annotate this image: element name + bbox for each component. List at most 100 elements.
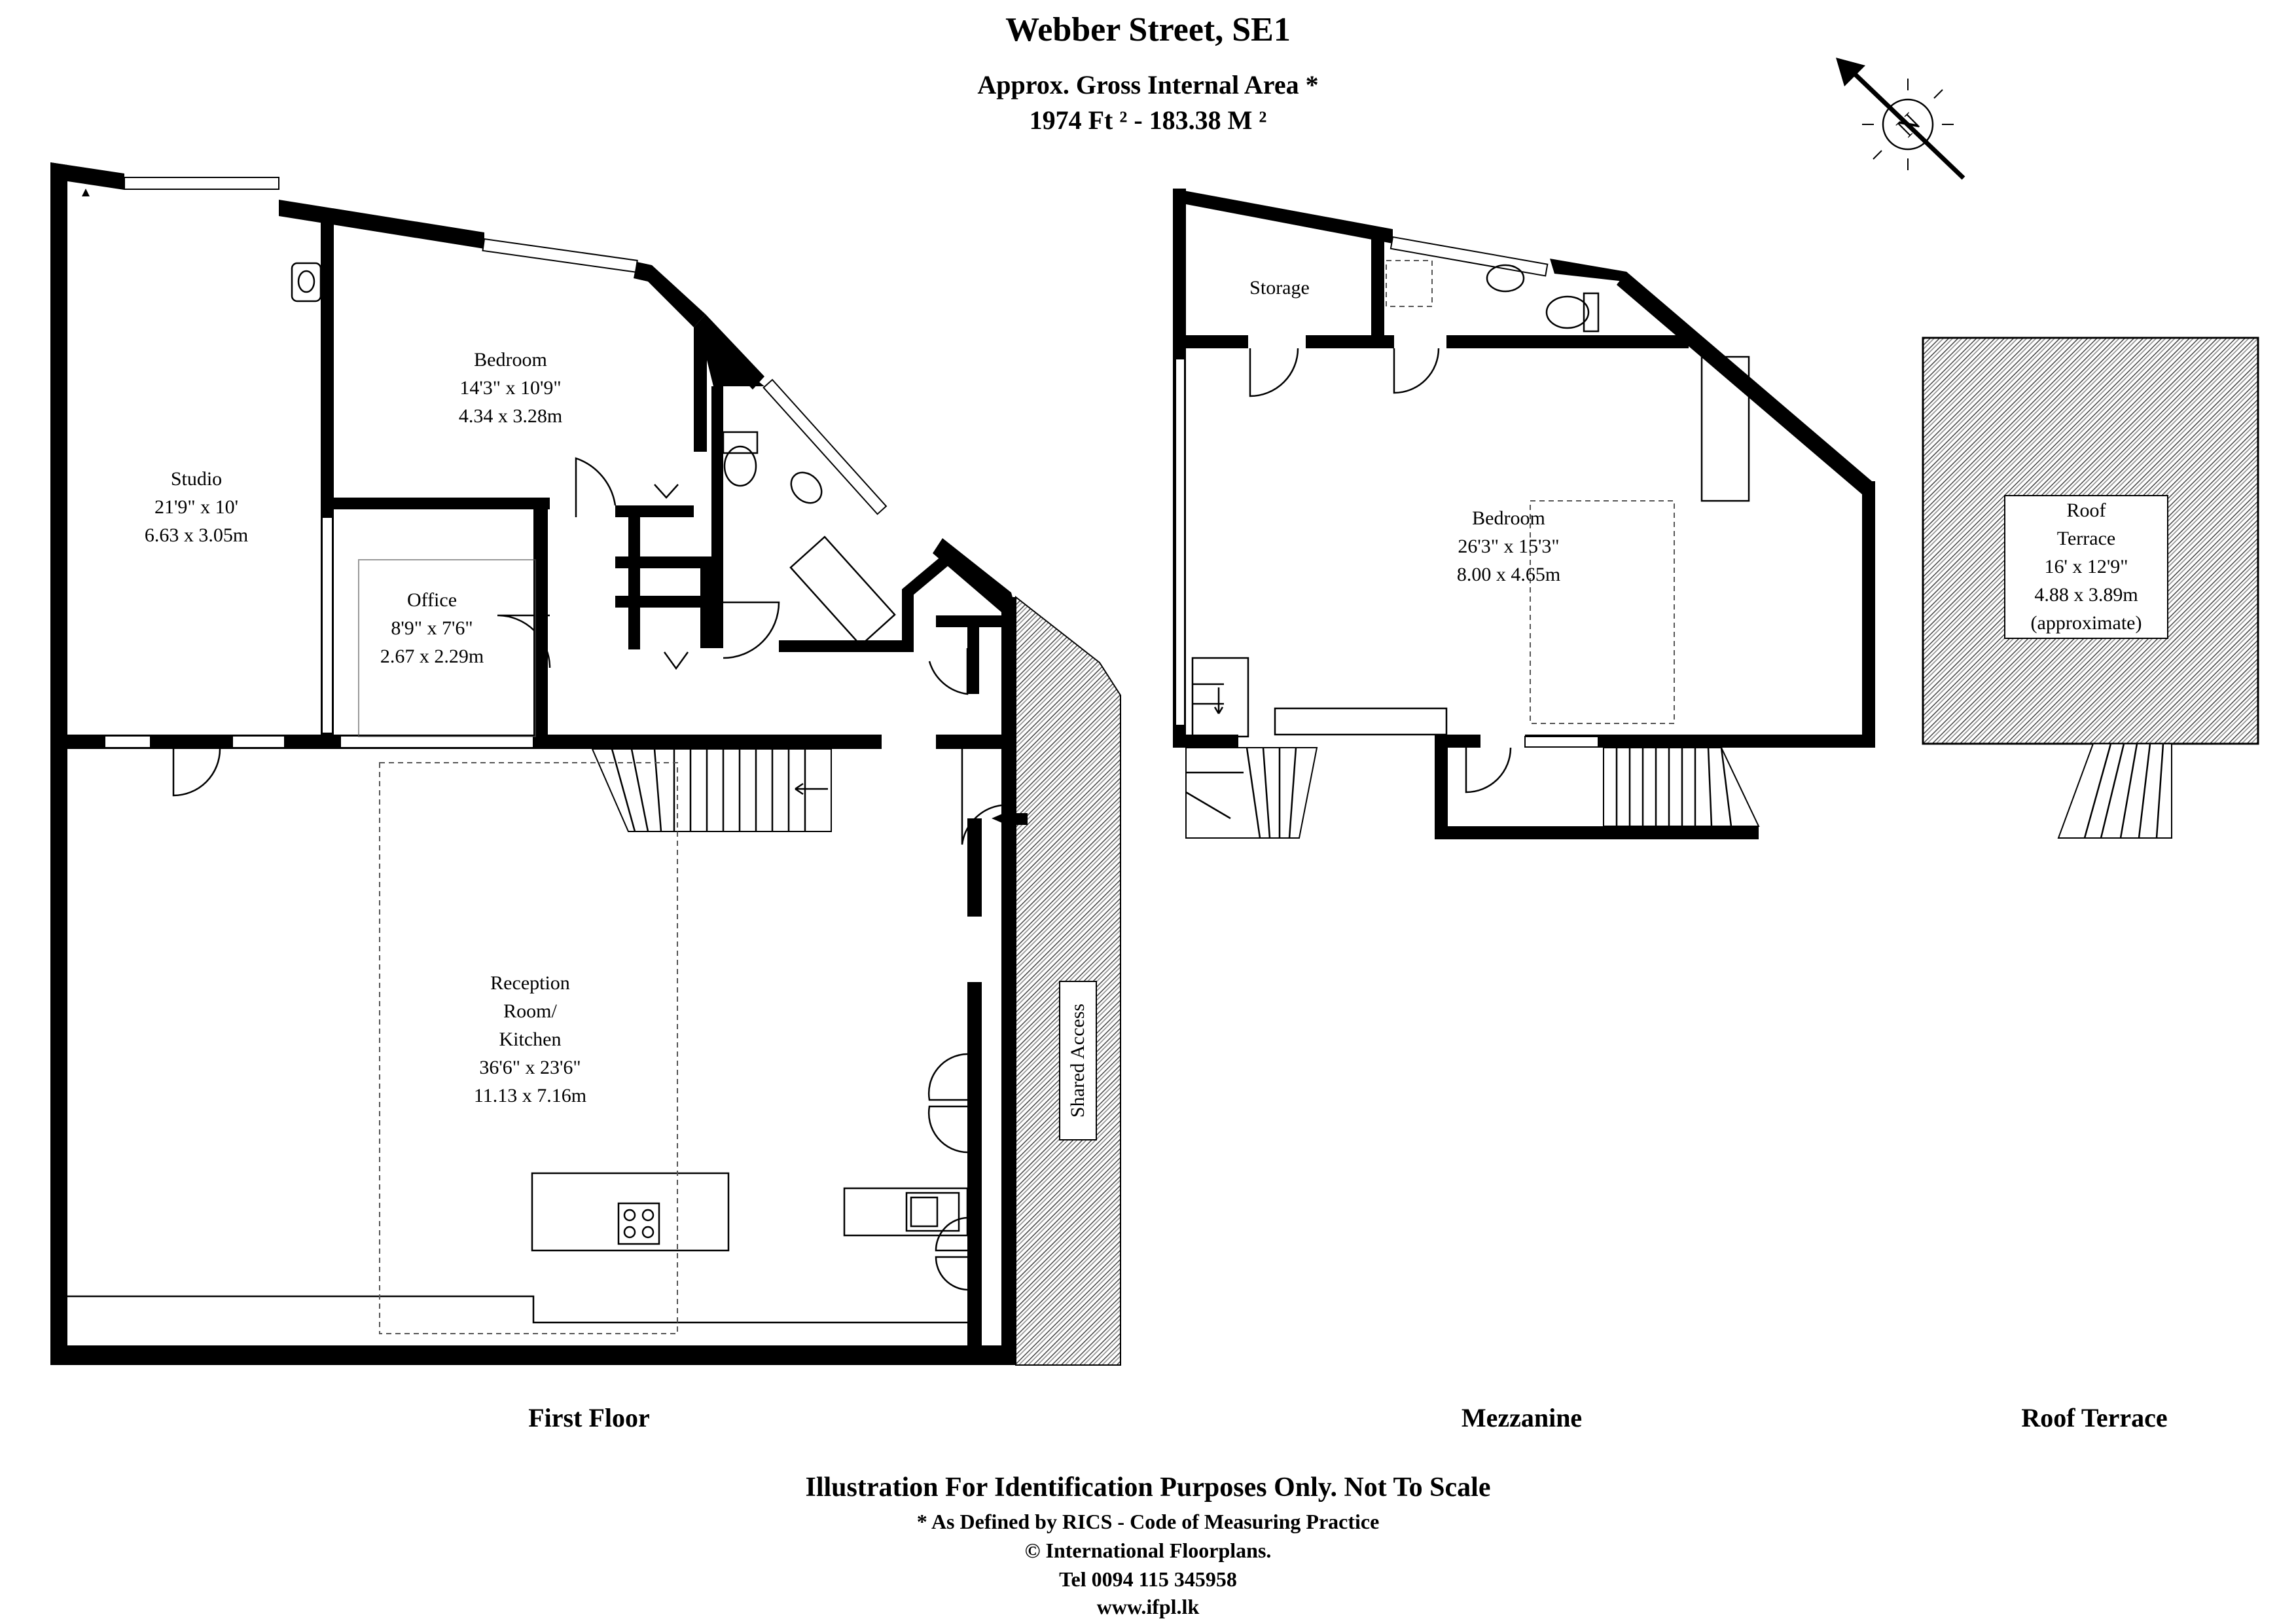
cupboard-wall-1 <box>615 505 694 517</box>
studio-left-wall <box>50 162 67 1365</box>
first-floor-top-wall-3 <box>634 262 706 327</box>
first-floor-diagonal-wall <box>694 314 764 390</box>
mezz-staircase-left <box>1185 657 1318 839</box>
shower-room-door <box>1393 348 1440 394</box>
kitchen-right-partition <box>967 982 982 1349</box>
bathroom-left-wall <box>711 386 723 648</box>
storage-door <box>1249 348 1299 397</box>
telephone-text: Tel 0094 115 345958 <box>1059 1567 1237 1591</box>
studio-bottom-window-1 <box>104 735 151 748</box>
first-floor-right-wall <box>1001 597 1016 1365</box>
utility-wall-2 <box>902 547 960 598</box>
bedroom-door <box>575 457 617 517</box>
office-label: Office 8'9" x 7'6" 2.67 x 2.29m <box>334 586 530 670</box>
bathroom-basin-icon <box>790 471 823 504</box>
area-label: Approx. Gross Internal Area * <box>977 70 1319 100</box>
mezz-storage-wall-c <box>1446 335 1689 348</box>
room-name: Roof <box>2066 500 2106 521</box>
first-floor-plan <box>50 162 1121 1366</box>
website-text: www.ifpl.lk <box>1096 1595 1200 1618</box>
north-compass-icon: N <box>1836 58 1965 180</box>
office-left-window <box>321 517 333 734</box>
room-name: Reception <box>490 972 570 994</box>
disclaimer-text: Illustration For Identification Purposes… <box>805 1472 1491 1503</box>
mezz-desk <box>1274 707 1448 736</box>
mezz-bottom-wall-1 <box>1173 735 1238 748</box>
first-floor-staircase <box>591 748 832 832</box>
cupboard-door-small-2 <box>663 651 689 670</box>
room-name: Bedroom <box>1472 507 1545 529</box>
rics-note: * As Defined by RICS - Code of Measuring… <box>916 1510 1380 1533</box>
utility-wall-1 <box>902 589 914 652</box>
copyright-text: © International Floorplans. <box>1024 1539 1272 1562</box>
room-dim-imperial: 16' x 12'9" <box>2044 556 2128 577</box>
entrance-door <box>961 749 1002 845</box>
shared-access-label: Shared Access <box>1059 981 1097 1140</box>
bedroom-right-wall <box>694 327 707 452</box>
entrance-arrow-icon <box>992 809 1014 828</box>
roof-terrace-label: Roof Terrace 16' x 12'9" 4.88 x 3.89m (a… <box>2006 496 2166 637</box>
mezz-landing-door <box>1465 747 1512 793</box>
mezz-toilet-icon <box>1583 292 1600 333</box>
area-value: 1974 Ft ² - 183.38 M ² <box>1029 105 1267 135</box>
room-name: Office <box>406 589 457 611</box>
mezz-storage-wall-a <box>1186 335 1248 348</box>
studio-door <box>172 748 221 797</box>
shared-access-text: Shared Access <box>1067 1003 1088 1118</box>
mezz-diagonal-wall <box>1617 272 1872 494</box>
room-dim-metric: 4.34 x 3.28m <box>458 405 563 427</box>
mezz-wardrobe <box>1700 356 1750 502</box>
room-dim-imperial: 26'3" x 15'3" <box>1458 536 1560 557</box>
studio-bottom-window-2 <box>232 735 285 748</box>
kitchen-cupboard-door <box>935 1216 968 1291</box>
shower-tray <box>1386 260 1433 307</box>
approximate-note: (approximate) <box>2030 612 2142 634</box>
office-bottom-window <box>340 735 534 748</box>
mezz-staircase-right <box>1603 747 1760 827</box>
roof-terrace-label-box <box>2004 495 2168 639</box>
bedroom-top-window <box>482 238 638 273</box>
utility-wall-4 <box>967 615 979 694</box>
cupboard-wall-3 <box>615 596 700 608</box>
office-door <box>497 614 551 668</box>
first-floor-top-wall-2 <box>279 200 484 249</box>
utility-door <box>928 648 969 695</box>
roof-staircase <box>2057 743 2172 839</box>
hob-icon <box>617 1202 660 1245</box>
sink-icon <box>905 1192 960 1232</box>
roof-terrace-title: Roof Terrace <box>2021 1403 2168 1432</box>
office-desk-outline <box>358 559 536 737</box>
mezz-landing-bottom <box>1435 826 1759 839</box>
kitchen-worktop-line <box>67 1295 969 1324</box>
kitchen-double-door <box>927 1053 968 1154</box>
mezz-basin-icon <box>1486 264 1525 293</box>
room-dim-metric: 2.67 x 2.29m <box>380 646 484 667</box>
mezzanine-plan <box>1173 189 1875 839</box>
roof-terrace-plan <box>1922 337 2259 839</box>
page-title: Webber Street, SE1 <box>1005 11 1291 48</box>
mezz-top-wall-2 <box>1550 259 1636 283</box>
studio-top-window <box>124 177 279 190</box>
mezz-top-wall-1 <box>1173 189 1393 244</box>
kitchen-right-partition-2 <box>967 818 982 917</box>
first-floor-title: First Floor <box>528 1403 650 1432</box>
room-dim-metric: 4.88 x 3.89m <box>2034 584 2138 606</box>
room-name: Studio <box>170 468 223 490</box>
room-name-2: Room/ <box>503 1000 557 1022</box>
mezzanine-title: Mezzanine <box>1461 1403 1583 1432</box>
bedroom-office-wall <box>334 498 550 509</box>
room-dim-imperial: 36'6" x 23'6" <box>479 1057 581 1078</box>
room-name: Bedroom <box>474 349 547 371</box>
room-name-2: Terrace <box>2056 528 2116 549</box>
room-dim-imperial: 21'9" x 10' <box>154 496 239 518</box>
mezz-left-window <box>1175 358 1185 726</box>
bathroom-bottom-wall <box>779 640 910 652</box>
room-dim-imperial: 14'3" x 10'9" <box>459 377 562 399</box>
mezz-shower-wall <box>1371 229 1384 347</box>
kitchen-counter <box>843 1187 969 1237</box>
mezz-right-wall <box>1862 481 1875 746</box>
mezz-bedroom-label: Bedroom 26'3" x 15'3" 8.00 x 4.65m <box>1410 504 1607 589</box>
kitchen-island <box>531 1172 730 1252</box>
first-floor-middle-wall-right <box>936 735 1001 749</box>
reception-rug-outline <box>379 762 678 1334</box>
